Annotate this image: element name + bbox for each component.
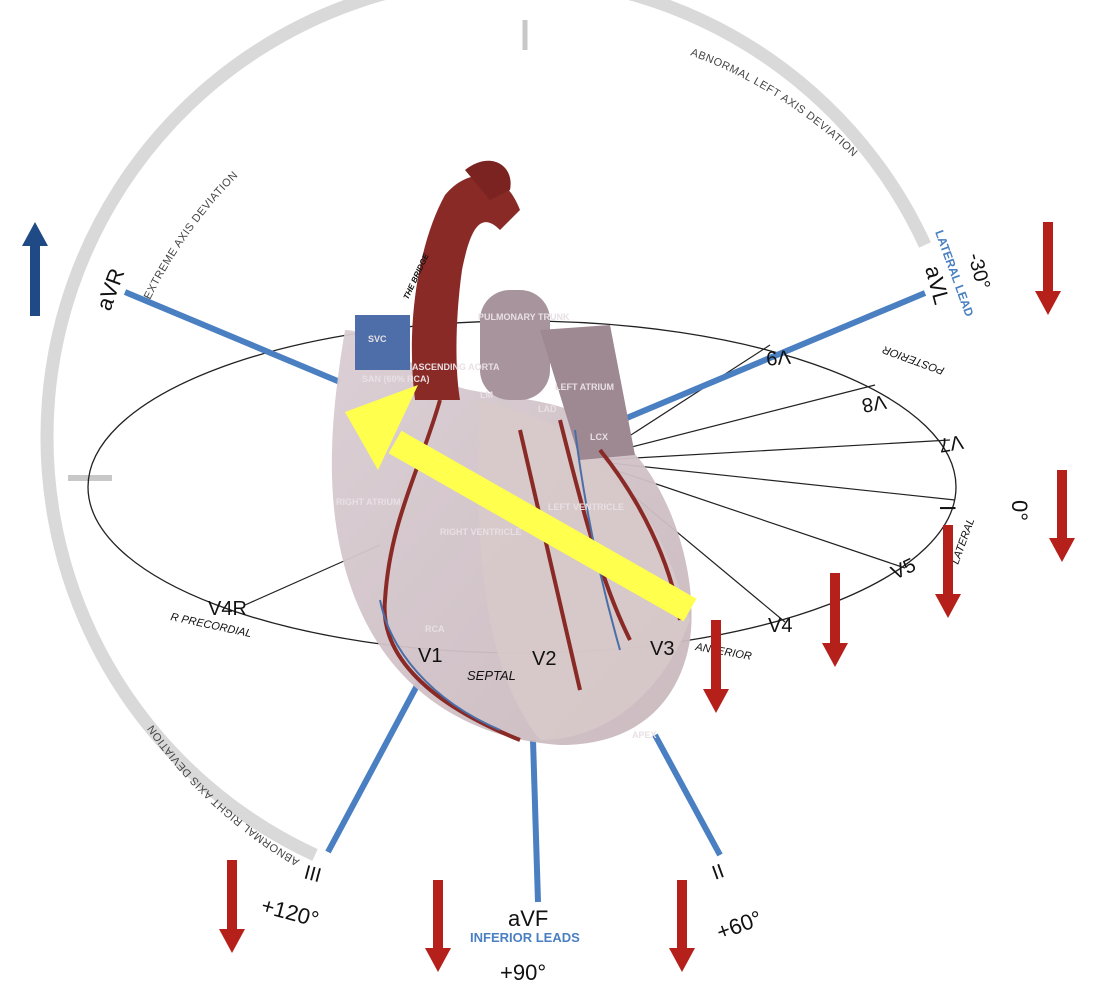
down-arrow-icon (935, 525, 961, 618)
down-arrow-icon (1035, 222, 1061, 315)
down-arrow-icon (669, 880, 695, 972)
ii-angle: +60° (713, 905, 765, 944)
down-arrow-icon (425, 880, 451, 972)
lad-label: LAD (538, 404, 557, 414)
axis-arrow-yellow (345, 385, 697, 622)
i-angle: 0° (1007, 500, 1032, 521)
svc-label: SVC (368, 334, 387, 344)
anterior-label: ANTERIOR (693, 641, 752, 663)
apex-label: APEX (632, 730, 657, 740)
lead-v4r: V4R (208, 598, 247, 620)
pulmonary-trunk-shape (480, 290, 550, 400)
lead-deflection-arrows (22, 222, 1075, 972)
pulmonary-label: PULMONARY TRUNK (478, 312, 570, 322)
lead-iii: III (302, 862, 324, 888)
posterior-label: POSTERIOR (881, 343, 946, 376)
axis-arc (40, 0, 931, 861)
lm-label: LM (480, 390, 493, 400)
lead-avr: aVR (91, 265, 129, 314)
aorta-label: ASCENDING AORTA (412, 362, 500, 372)
left-atrium-shape (540, 325, 635, 460)
iii-angle: +120° (259, 893, 322, 932)
lead-v3: V3 (650, 638, 674, 660)
down-arrow-icon (822, 573, 848, 667)
avl-angle: -30° (963, 251, 994, 292)
san-label: SAN (60% RCA) (362, 374, 430, 384)
lead-ii: II (709, 860, 727, 884)
lead-v8: V8 (860, 390, 888, 416)
lead-v9: V9 (765, 345, 791, 369)
lead-v2: V2 (532, 648, 556, 670)
lead-v7: V7 (937, 430, 965, 456)
limb-lead-lines (123, 289, 927, 903)
right-ventricle-label: RIGHT VENTRICLE (440, 527, 522, 537)
down-arrow-icon (219, 860, 245, 953)
aorta-shape (411, 175, 520, 400)
lead-v5: V5 (888, 554, 919, 584)
lead-v4: V4 (768, 615, 792, 637)
heart-illustration: SVC SAN (60% RCA) ASCENDING AORTA PULMON… (331, 160, 692, 745)
left-ventricle-label: LEFT VENTRICLE (548, 502, 624, 512)
inferior-leads-label: INFERIOR LEADS (470, 930, 580, 945)
rca-label: RCA (425, 624, 445, 634)
lead-i: I (935, 505, 960, 511)
lcx-label: LCX (590, 432, 608, 442)
svg-text:EXTREME AXIS DEVIATION: EXTREME AXIS DEVIATION (142, 169, 241, 301)
septal-label: SEPTAL (467, 668, 516, 683)
down-arrow-icon (703, 620, 729, 713)
lead-v1: V1 (418, 645, 442, 667)
left-atrium-label: LEFT ATRIUM (555, 382, 614, 392)
lead-avf: aVF (508, 906, 548, 931)
avf-angle: +90° (500, 960, 546, 985)
right-atrium-label: RIGHT ATRIUM (336, 497, 401, 507)
up-arrow-icon (22, 222, 48, 316)
down-arrow-icon (1049, 470, 1075, 562)
lateral-label: LATERAL (950, 517, 978, 566)
extreme-axis-label: EXTREME AXIS DEVIATION (142, 169, 240, 301)
svc-shape (355, 315, 410, 370)
